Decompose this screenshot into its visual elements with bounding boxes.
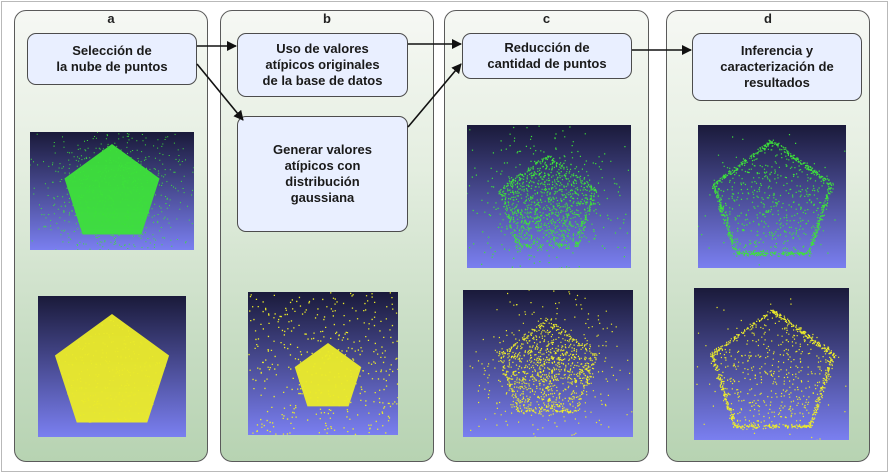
box-uso-valores: Uso de valores atípicos originales de la… — [237, 33, 408, 97]
panel-label-a: a — [107, 11, 115, 26]
image-c-green-reduced — [467, 125, 631, 268]
panel-label-d: d — [764, 11, 772, 26]
image-a-green-pentagon — [30, 132, 194, 250]
image-b-yellow-outliers — [248, 292, 398, 435]
image-a-yellow-pentagon — [38, 296, 186, 437]
box-generar-valores: Generar valores atípicos con distribució… — [237, 116, 408, 232]
image-d-green-result — [698, 125, 846, 268]
image-d-yellow-result — [694, 288, 849, 440]
panel-label-b: b — [323, 11, 331, 26]
box-inferencia: Inferencia y caracterización de resultad… — [692, 33, 862, 101]
box-seleccion: Selección de la nube de puntos — [27, 33, 197, 85]
panel-label-c: c — [542, 11, 551, 26]
box-reduccion: Reducción de cantidad de puntos — [462, 33, 632, 79]
image-c-yellow-reduced — [463, 290, 633, 437]
